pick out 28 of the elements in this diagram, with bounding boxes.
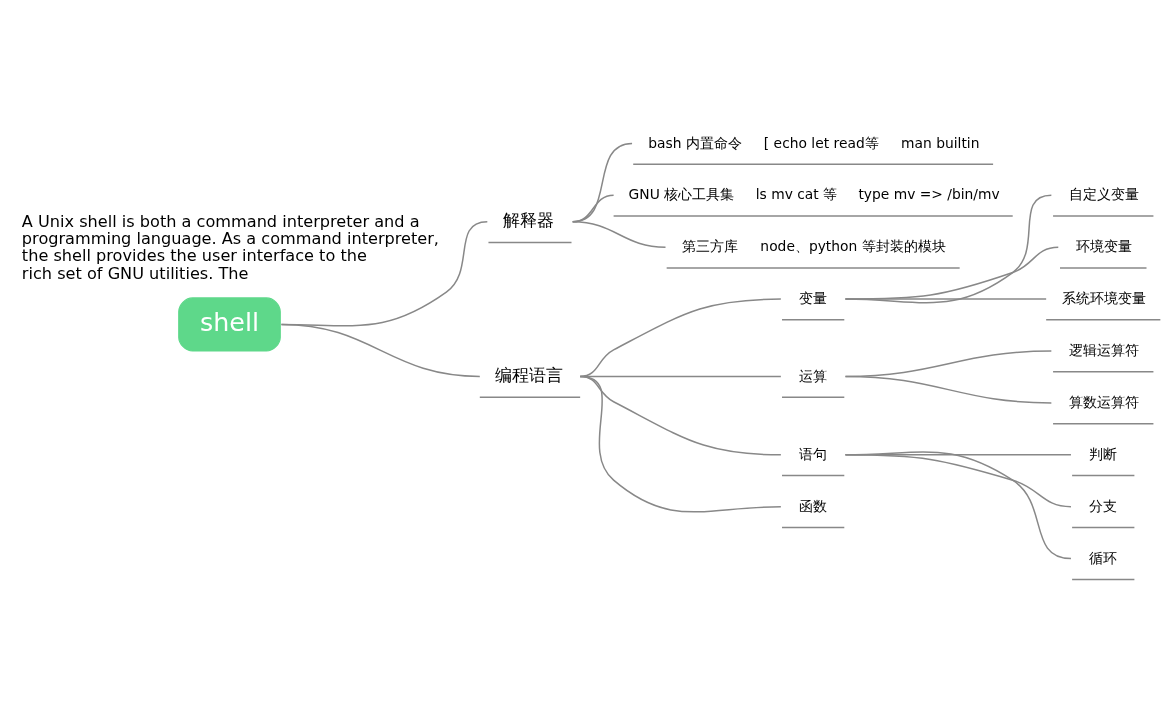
node-text: 判断 (1089, 445, 1118, 462)
node-box: shell (178, 296, 281, 352)
node-text: 编程语言 (495, 364, 564, 385)
node-text: 运算 (799, 367, 828, 384)
connector (280, 323, 481, 377)
connector (579, 297, 782, 377)
node-text: 自定义变量 (1068, 185, 1139, 202)
node-text: 环境变量 (1075, 237, 1132, 254)
node-text: GNU 核心工具集 ls mv cat 等 type mv => /bin/mv (628, 185, 1000, 202)
node-text: 语句 (799, 445, 828, 462)
node-text: 循环 (1089, 549, 1118, 566)
connector (844, 194, 1053, 303)
node-text: 函数 (799, 497, 828, 514)
node-text: 逻辑运算符 (1068, 341, 1139, 358)
connector (844, 297, 1047, 300)
node-text: 算数运算符 (1068, 393, 1139, 410)
connector (579, 375, 782, 513)
node-text: 分支 (1089, 497, 1118, 514)
connector (844, 245, 1059, 300)
connector (571, 220, 667, 248)
node-text: bash 内置命令 [ echo let read等 man builtin (648, 134, 980, 151)
node-text: 第三方库 node、python 等封装的模块 (681, 237, 946, 254)
node-text: 系统环境变量 (1061, 289, 1146, 306)
connector (844, 375, 1053, 404)
connector (844, 450, 1072, 559)
label: A Unix shell is both a command interpreter and a programming language. As a command interpreter, the shell provides the user interface to the rich set of GNU utilities. The (21, 211, 439, 283)
node-text: 变量 (799, 289, 828, 306)
node-text: 解释器 (503, 209, 555, 230)
